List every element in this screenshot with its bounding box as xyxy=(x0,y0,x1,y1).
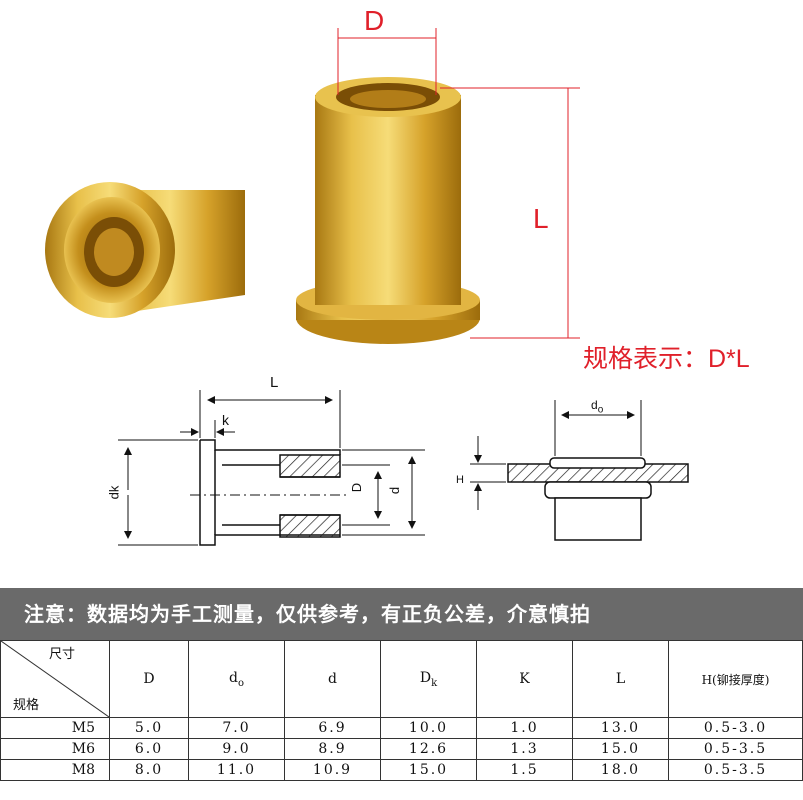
row-spec: M6 xyxy=(0,738,110,760)
drawing-outer-d-label: d xyxy=(387,486,403,495)
cell-Dk: 15.0 xyxy=(380,759,477,781)
drawing-do-label: do xyxy=(591,398,604,416)
header-d: d xyxy=(284,640,381,718)
cell-d: 8.9 xyxy=(284,738,381,760)
cell-D: 5.0 xyxy=(109,717,189,739)
corner-header: 尺寸 规格 xyxy=(0,640,110,718)
photo-d-dimension xyxy=(337,28,437,95)
cell-H: 0.5-3.0 xyxy=(668,717,803,739)
small-rivet-nut xyxy=(45,182,245,318)
section-view xyxy=(118,390,425,546)
technical-drawing xyxy=(118,390,689,546)
row-spec: M8 xyxy=(0,759,110,781)
header-Dk: Dk xyxy=(380,640,477,718)
cell-L: 15.0 xyxy=(572,738,669,760)
header-do: do xyxy=(188,640,285,718)
cell-Dk: 10.0 xyxy=(380,717,477,739)
corner-spec-label: 规格 xyxy=(13,698,40,713)
cell-K: 1.3 xyxy=(476,738,573,760)
drawing-l-label: L xyxy=(270,374,279,391)
installed-view xyxy=(470,400,689,541)
cell-D: 6.0 xyxy=(109,738,189,760)
cell-K: 1.5 xyxy=(476,759,573,781)
corner-size-label: 尺寸 xyxy=(48,647,75,662)
cell-D: 8.0 xyxy=(109,759,189,781)
header-H: H(铆接厚度) xyxy=(668,640,803,718)
photo-l-label: L xyxy=(533,203,549,234)
drawing-bore-d-label: D xyxy=(349,482,365,493)
spec-table: 尺寸 规格 D do d Dk K L H(铆接厚度) M5 5.0 7.0 6… xyxy=(0,640,803,781)
measurement-notice: 注意：数据均为手工测量，仅供参考，有正负公差，介意慎拍 xyxy=(0,588,803,640)
photo-d-label: D xyxy=(364,5,385,36)
header-K: K xyxy=(476,640,573,718)
table-row: M6 6.0 9.0 8.9 12.6 1.3 15.0 0.5-3.5 xyxy=(0,738,803,760)
cell-do: 9.0 xyxy=(188,738,285,760)
large-rivet-nut xyxy=(296,77,480,344)
cell-K: 1.0 xyxy=(476,717,573,739)
product-photo xyxy=(45,28,580,344)
header-D: D xyxy=(109,640,189,718)
cell-do: 7.0 xyxy=(188,717,285,739)
cell-H: 0.5-3.5 xyxy=(668,759,803,781)
cell-d: 10.9 xyxy=(284,759,381,781)
table-row: M8 8.0 11.0 10.9 15.0 1.5 18.0 0.5-3.5 xyxy=(0,759,803,781)
cell-L: 13.0 xyxy=(572,717,669,739)
cell-Dk: 12.6 xyxy=(380,738,477,760)
table-header-row: 尺寸 规格 D do d Dk K L H(铆接厚度) xyxy=(0,640,803,718)
cell-do: 11.0 xyxy=(188,759,285,781)
header-L: L xyxy=(572,640,669,718)
row-spec: M5 xyxy=(0,717,110,739)
cell-L: 18.0 xyxy=(572,759,669,781)
cell-d: 6.9 xyxy=(284,717,381,739)
drawing-h-label: H xyxy=(456,474,464,486)
cell-H: 0.5-3.5 xyxy=(668,738,803,760)
photo-l-dimension xyxy=(440,87,580,339)
drawing-k-label: k xyxy=(222,412,229,428)
spec-notation-note: 规格表示：D*L xyxy=(583,345,750,373)
corner-diagonal xyxy=(1,641,109,717)
table-row: M5 5.0 7.0 6.9 10.0 1.0 13.0 0.5-3.0 xyxy=(0,717,803,739)
drawing-dk-label: dk xyxy=(106,485,122,500)
